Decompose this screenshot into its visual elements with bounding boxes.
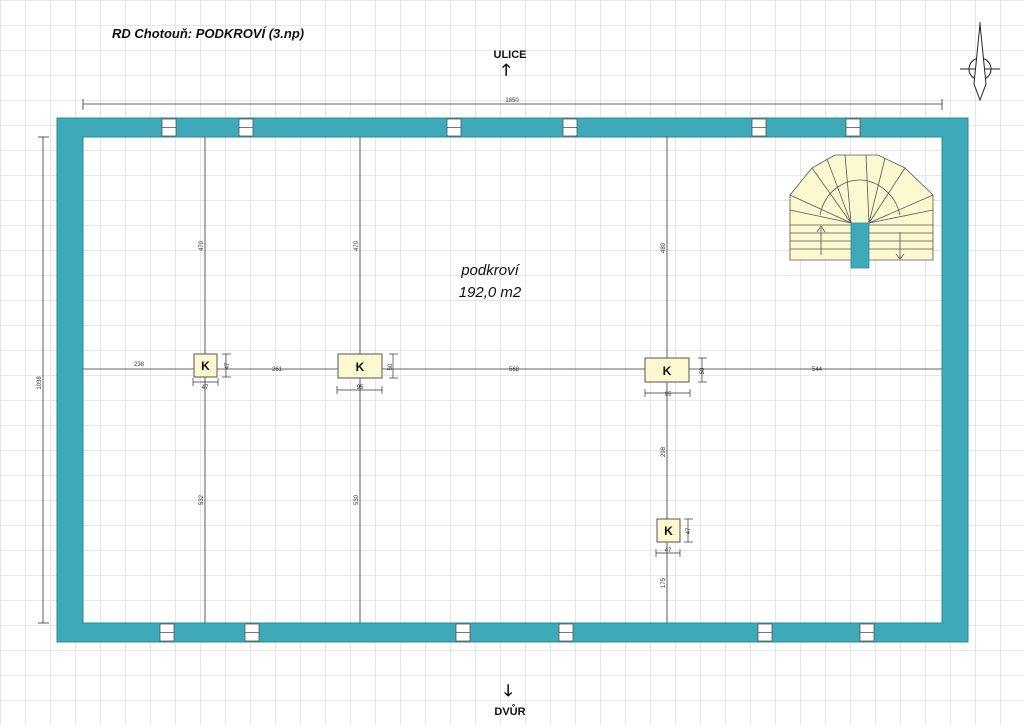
- arrow-up-icon: 🡑: [502, 62, 511, 79]
- column-dimension-ticks: [192, 353, 707, 557]
- windows-top: [161, 118, 861, 137]
- direction-street-label: ULICE: [493, 49, 527, 61]
- dim-col1-lower: 532: [199, 494, 205, 505]
- staircase: [789, 154, 934, 269]
- column-k1: [193, 353, 218, 378]
- room-area: 192,0 m2: [458, 284, 522, 301]
- overall-width-text: 1850: [505, 98, 519, 104]
- dim-span-2-3: 568: [509, 367, 520, 373]
- exterior-wall: [56, 117, 969, 643]
- column-k2-label: K: [356, 360, 365, 374]
- dim-span-left: 238: [134, 362, 145, 368]
- dim-k3-width: 95: [665, 392, 672, 398]
- dim-col3-lower: 175: [661, 577, 667, 588]
- dim-span-right: 544: [812, 367, 823, 373]
- dim-col3-upper: 480: [661, 242, 667, 253]
- column-k2: [337, 353, 383, 379]
- overall-width-dimension: [82, 99, 943, 110]
- column-k4: [656, 518, 681, 543]
- room-name: podkroví: [461, 262, 519, 279]
- direction-yard-label: DVŮR: [494, 706, 526, 718]
- dim-col3-mid: 298: [661, 446, 667, 457]
- room-area-label: podkroví 192,0 m2: [430, 260, 550, 304]
- dim-k4-height: 47: [686, 527, 692, 534]
- dim-col2-lower: 530: [354, 494, 360, 505]
- dim-k2-width: 95: [357, 385, 364, 391]
- windows-bottom: [159, 623, 875, 642]
- overall-height-text: 1038: [37, 376, 43, 390]
- column-k3: [644, 357, 690, 383]
- dim-k1-width: 47: [202, 385, 209, 391]
- dim-span-1-2: 261: [272, 367, 283, 373]
- column-k4-label: K: [664, 524, 673, 538]
- dim-k2-height: 50: [388, 363, 394, 370]
- dim-col2-upper: 470: [354, 240, 360, 251]
- dim-k4-width: 47: [665, 548, 672, 554]
- dim-k3-height: 50: [700, 367, 706, 374]
- arrow-down-icon: 🡓: [504, 683, 513, 700]
- dim-col1-upper: 470: [199, 240, 205, 251]
- column-k1-label: K: [201, 359, 210, 373]
- north-compass-icon: [960, 22, 1000, 102]
- overall-height-dimension: [38, 136, 49, 624]
- column-k3-label: K: [663, 364, 672, 378]
- dim-k1-height: 47: [225, 362, 231, 369]
- drawing-title: RD Chotouň: PODKROVÍ (3.np): [112, 26, 305, 41]
